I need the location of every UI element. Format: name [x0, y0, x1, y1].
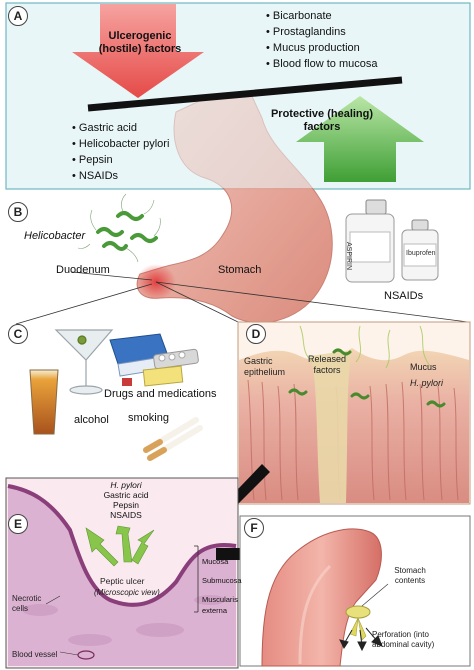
necrotic-cells-label: Necrotic cells [12, 594, 42, 613]
protective-arrow [296, 96, 424, 182]
panel-a-label: A [8, 6, 28, 26]
panel-d-label: D [246, 324, 266, 344]
e-factor: Pepsin [113, 500, 139, 510]
balance-beam [87, 76, 403, 112]
aspirin-bottle-label: ASPIRIN [345, 242, 352, 271]
layer-label: Muscularis externa [202, 595, 238, 615]
panel-f-label: F [244, 518, 264, 538]
cigarettes [143, 417, 203, 461]
drug-box [109, 333, 199, 387]
gastric-epithelium-label: Gastric epithelium [244, 356, 286, 377]
protective-item: • Mucus production [266, 42, 360, 54]
harmful-item: • Pepsin [72, 154, 113, 166]
microscopic-view-label: (Microscopic view) [94, 588, 160, 597]
helicobacter-label: Helicobacter [24, 230, 86, 242]
harmful-item: • NSAIDs [72, 170, 119, 182]
ibuprofen-bottle-label: Ibuprofen [406, 250, 436, 257]
layer-label: Submucosa [202, 576, 242, 585]
helicobacter-bacteria [96, 211, 158, 251]
protective-label: Protective (healing) factors [270, 108, 374, 133]
smoking-label: smoking [128, 412, 169, 424]
e-factors-list: H. pylori Gastric acid Pepsin NSAIDS [96, 480, 156, 520]
protective-list: • Bicarbonate • Prostaglandins • Mucus p… [266, 8, 377, 72]
protective-item: • Blood flow to mucosa [266, 58, 378, 70]
panel-c-label: C [8, 324, 28, 344]
harmful-item: • Helicobacter pylori [72, 138, 170, 150]
harmful-list: • Gastric acid • Helicobacter pylori • P… [72, 120, 169, 184]
peptic-ulcer-label: Peptic ulcer [100, 576, 145, 586]
hpylori-label: H. pylori [410, 378, 444, 388]
released-factors-label: Released factors [307, 354, 347, 375]
layer-label: Mucosa [202, 557, 229, 566]
green-arrows [85, 525, 155, 567]
e-factor: H. pylori [110, 480, 142, 490]
stomach-contents-label: Stomach contents [394, 566, 426, 585]
hostile-arrow [72, 4, 204, 98]
perforation-label: Perforation (into abdominal cavity) [372, 630, 435, 649]
panel-e-label: E [8, 514, 28, 534]
stomach-label: Stomach [218, 264, 262, 276]
layer-list: Mucosa Submucosa Muscularis externa [202, 556, 242, 616]
beer-glass [29, 369, 59, 435]
martini-glass [54, 329, 114, 395]
protective-item: • Bicarbonate [266, 10, 332, 22]
e-factor: Gastric acid [103, 490, 149, 500]
nsaid-bottles [345, 199, 439, 283]
harmful-item: • Gastric acid [72, 122, 137, 134]
alcohol-label: alcohol [74, 414, 109, 426]
blood-vessel-label: Blood vessel [12, 650, 58, 659]
panel-b-label: B [8, 202, 28, 222]
duodenum-label: Duodenum [56, 264, 110, 276]
protective-item: • Prostaglandins [266, 26, 346, 38]
ulcerogenic-label: Ulcerogenic (hostile) factors [98, 30, 182, 55]
e-factor: NSAIDS [110, 510, 142, 520]
nsaids-label: NSAIDs [384, 290, 424, 302]
drugs-label: Drugs and medications [104, 388, 217, 400]
mucus-label: Mucus [410, 362, 437, 372]
